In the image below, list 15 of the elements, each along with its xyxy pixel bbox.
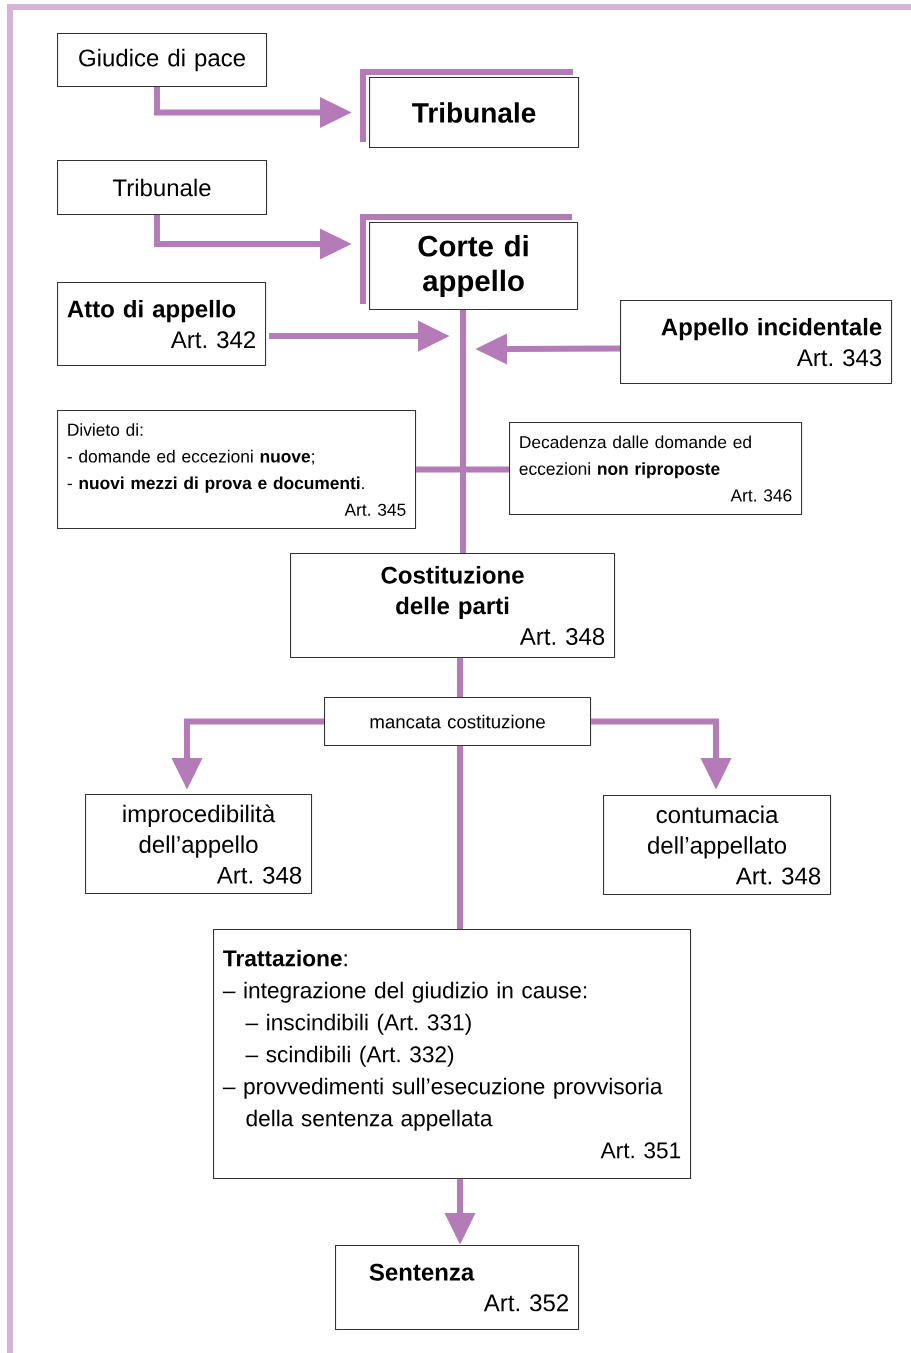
process-box: Giudice di pace: [57, 33, 268, 88]
note-box: Divieto di: - domande ed eccezioni nuove; - nuovi mezzi di prova e documenti. Art. 345: [57, 410, 417, 530]
connector-line: [416, 466, 509, 473]
process-box: Tribunale: [57, 160, 268, 216]
court-box: Tribunale: [360, 69, 580, 149]
process-box: Appello incidentale Art. 343: [620, 300, 893, 385]
note-box: Decadenza dalle domande ed eccezioni non riproposte Art. 346: [509, 422, 803, 516]
process-box: mancata costituzione: [324, 697, 592, 747]
process-box: Trattazione: – integrazione del giudizio in cause: – inscindibili (Art. 331) – scindibili (Art. 332) – provvedimenti sull’esecuzione provvisoria della sentenza appellata Art. 351: [213, 929, 692, 1180]
court-box: Corte di appello: [360, 214, 579, 311]
process-box: Sentenza Art. 352: [335, 1245, 580, 1331]
process-box: improcedibilità dell’appello Art. 348: [85, 794, 313, 895]
process-box: Atto di appello Art. 342: [57, 282, 267, 367]
process-box: Costituzione delle parti Art. 348: [290, 553, 616, 659]
process-box: contumacia dell’appellato Art. 348: [603, 795, 832, 896]
